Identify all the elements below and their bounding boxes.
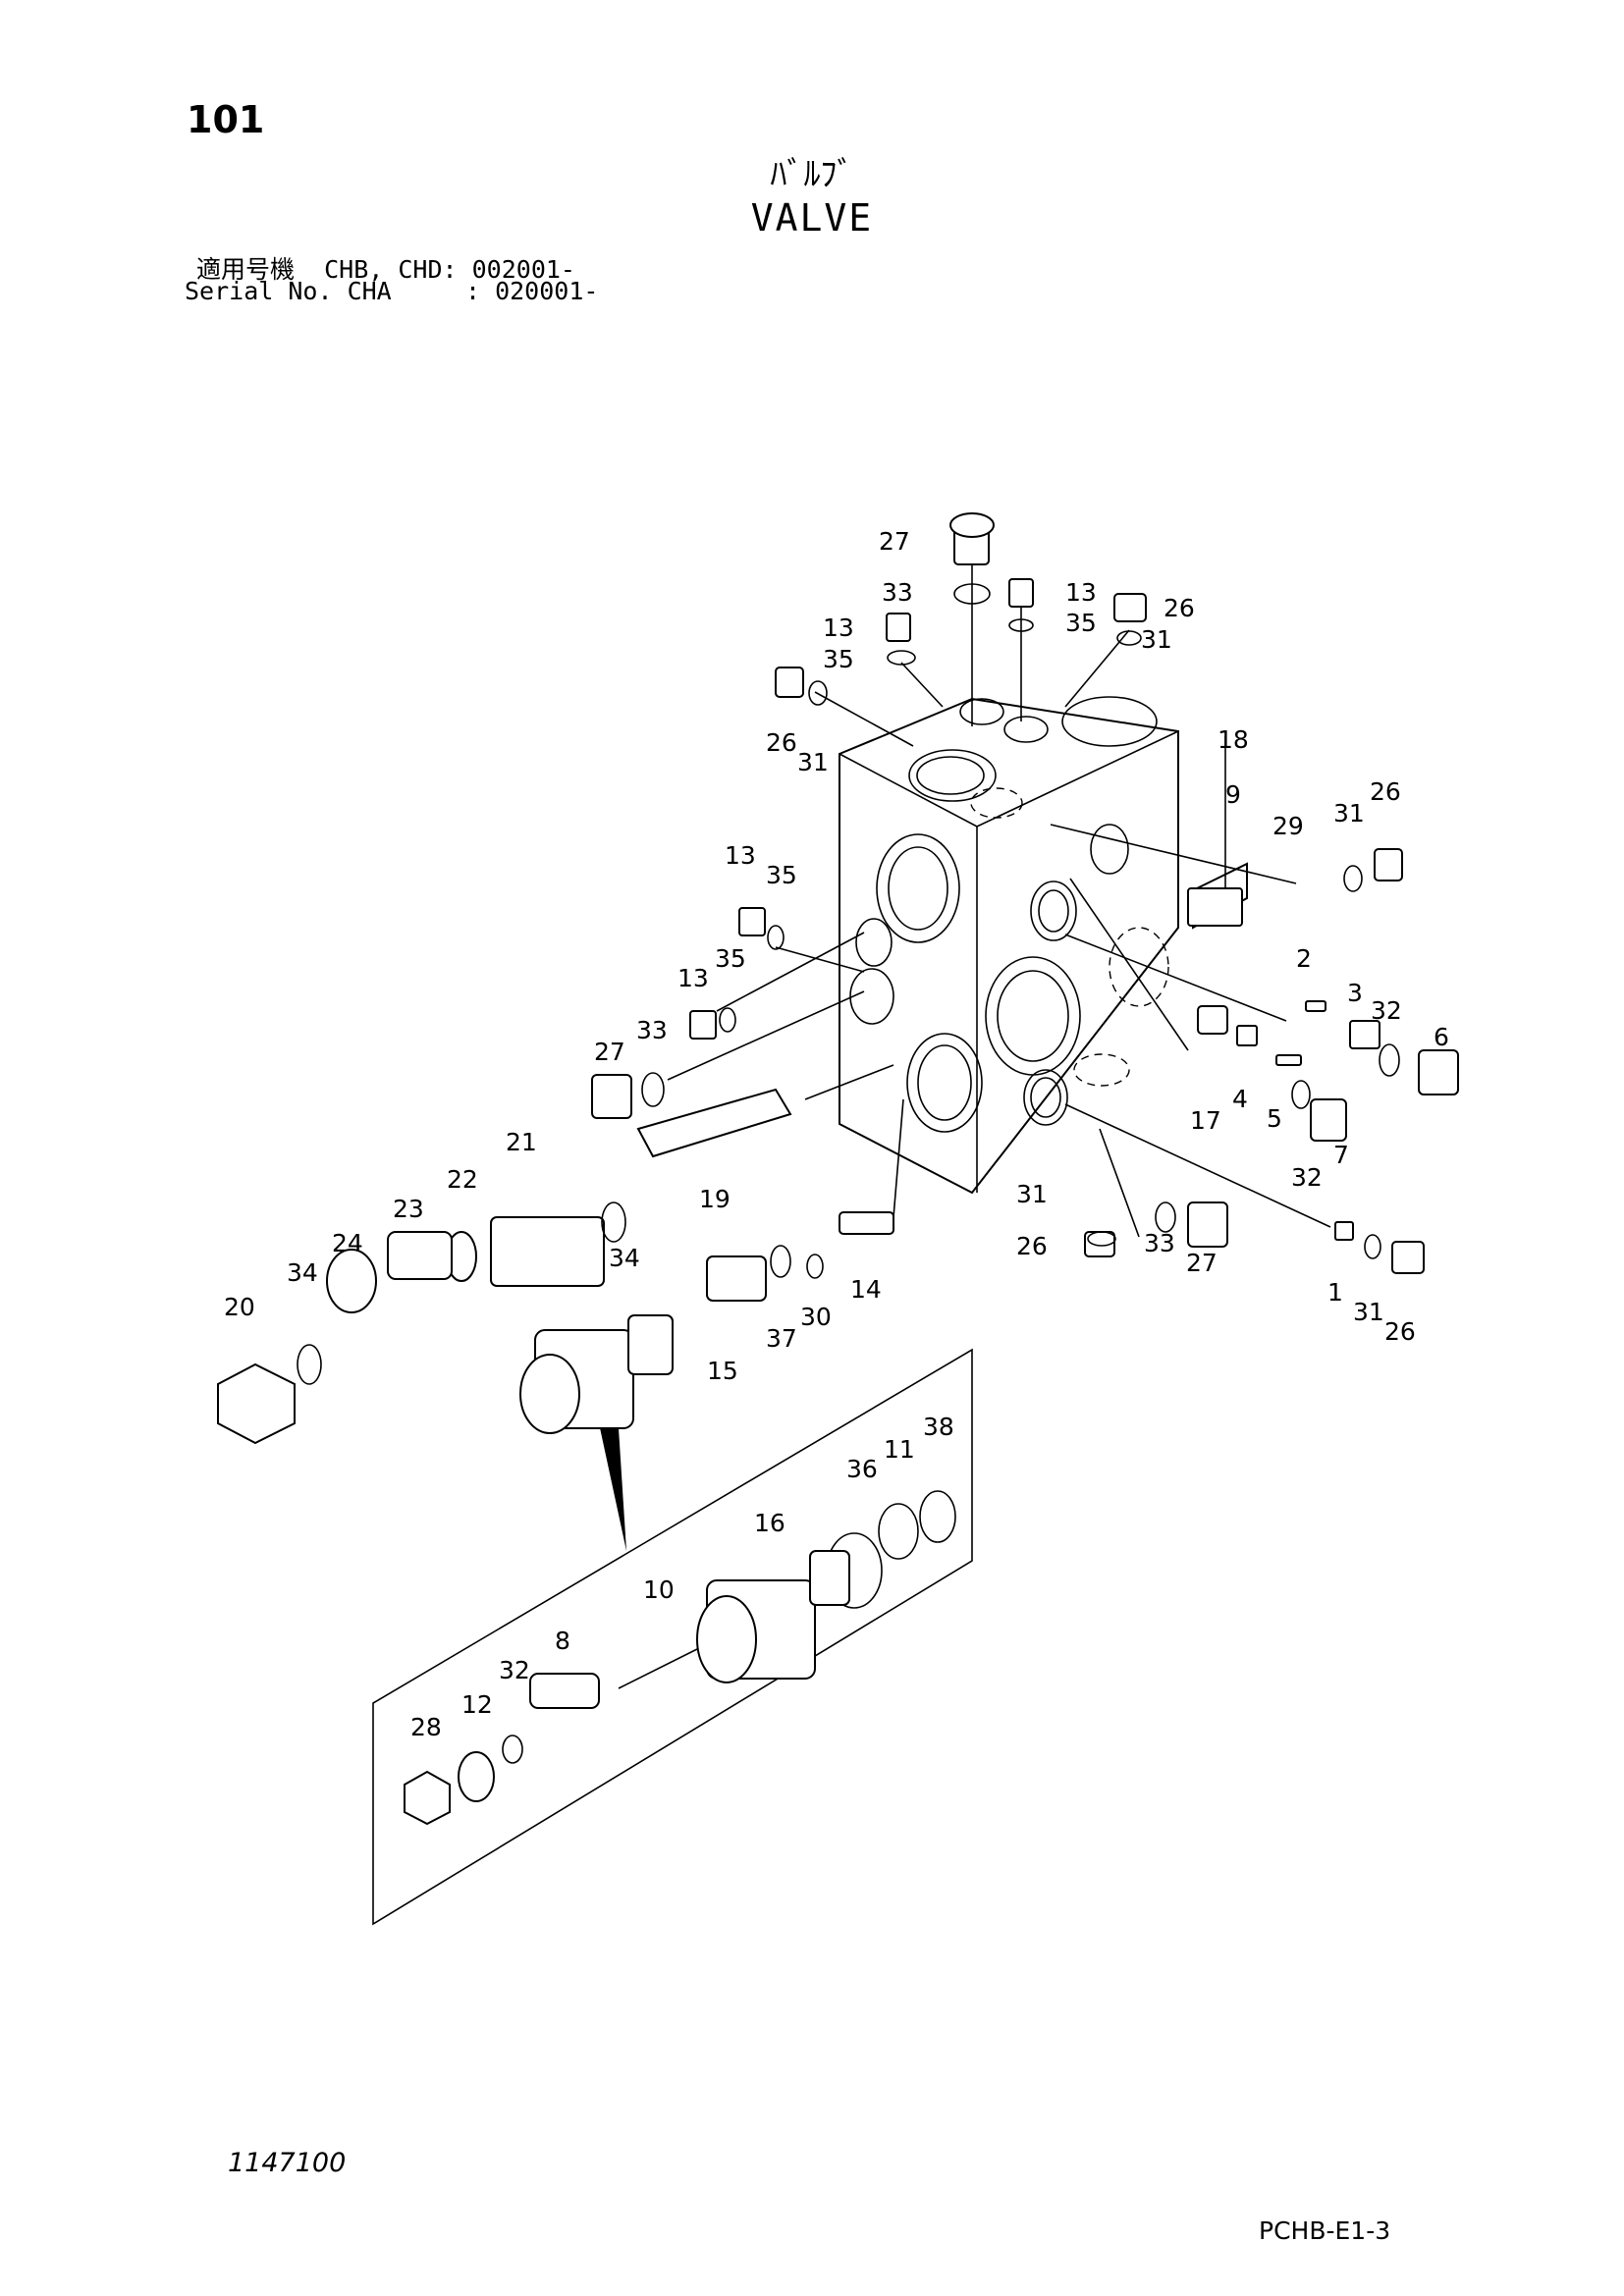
callout-27a: 27 xyxy=(879,527,910,556)
callout-12: 12 xyxy=(461,1690,493,1719)
page-number: 101 xyxy=(187,98,265,141)
callout-32a: 32 xyxy=(1371,996,1402,1025)
small-parts xyxy=(217,512,1459,1445)
assembly-arrow xyxy=(599,1423,626,1551)
callout-27b: 27 xyxy=(594,1038,625,1066)
callout-22: 22 xyxy=(447,1165,478,1194)
callout-26c: 26 xyxy=(1370,777,1401,806)
callout-29: 29 xyxy=(1272,812,1304,840)
callout-23: 23 xyxy=(393,1195,424,1223)
subassembly-parts xyxy=(404,1314,956,1826)
callout-32b: 32 xyxy=(1291,1163,1323,1192)
callout-13a: 13 xyxy=(1065,578,1097,607)
callout-26b: 26 xyxy=(766,728,797,757)
title-english: VALVE xyxy=(750,196,874,240)
serial-applicability-line-1: 適用号機 CHB, CHD: 002001- xyxy=(196,255,575,284)
callout-15: 15 xyxy=(707,1357,738,1385)
callout-35b: 35 xyxy=(823,645,854,673)
callout-28: 28 xyxy=(410,1713,442,1741)
callout-35d: 35 xyxy=(715,944,746,973)
callout-33a: 33 xyxy=(882,578,913,607)
callout-4: 4 xyxy=(1232,1085,1248,1113)
callout-8: 8 xyxy=(555,1627,570,1655)
serial-applicability-line-2: Serial No. CHA : 020001- xyxy=(185,277,599,305)
callout-31d: 31 xyxy=(1016,1180,1048,1208)
callout-35c: 35 xyxy=(766,861,797,889)
callout-1: 1 xyxy=(1327,1278,1343,1307)
callout-26e: 26 xyxy=(1384,1317,1416,1346)
catalog-page-code: PCHB-E1-3 xyxy=(1259,2216,1391,2245)
callout-26a: 26 xyxy=(1164,594,1195,622)
callout-27c: 27 xyxy=(1186,1249,1218,1277)
callout-19: 19 xyxy=(699,1185,731,1213)
title-japanese: ﾊﾞﾙﾌﾞ xyxy=(770,155,854,194)
callout-37: 37 xyxy=(766,1324,797,1353)
valve-body xyxy=(839,696,1179,1195)
callout-10: 10 xyxy=(643,1575,675,1604)
callout-7: 7 xyxy=(1333,1141,1349,1169)
callout-2: 2 xyxy=(1296,944,1312,973)
callout-31c: 31 xyxy=(1333,799,1365,828)
callout-35a: 35 xyxy=(1065,609,1097,637)
drawing-number: 1147100 xyxy=(228,2148,347,2178)
callout-13b: 13 xyxy=(823,614,854,642)
callout-34b: 34 xyxy=(287,1258,318,1287)
callout-13c: 13 xyxy=(725,841,756,870)
callout-38: 38 xyxy=(923,1413,954,1441)
leader-lines xyxy=(667,556,1331,1238)
callout-31a: 31 xyxy=(1141,625,1172,654)
subassembly-frame xyxy=(372,1348,973,1926)
callout-14: 14 xyxy=(850,1275,882,1304)
callout-3: 3 xyxy=(1347,979,1363,1007)
callout-36: 36 xyxy=(846,1455,878,1483)
callout-26d: 26 xyxy=(1016,1232,1048,1260)
callout-13d: 13 xyxy=(677,964,709,992)
callout-20: 20 xyxy=(224,1293,255,1321)
callout-5: 5 xyxy=(1267,1104,1282,1133)
callout-33c: 33 xyxy=(1144,1229,1175,1257)
part-callouts: 1 2 3 4 5 6 7 8 9 10 11 12 13 13 13 13 1… xyxy=(224,527,1449,1741)
callout-6: 6 xyxy=(1434,1023,1449,1051)
callout-30: 30 xyxy=(800,1303,832,1331)
callout-31e: 31 xyxy=(1353,1298,1384,1326)
callout-11: 11 xyxy=(884,1435,915,1464)
callout-17: 17 xyxy=(1190,1106,1221,1135)
callout-34a: 34 xyxy=(609,1244,640,1272)
callout-32c: 32 xyxy=(499,1656,530,1684)
callout-9: 9 xyxy=(1225,780,1241,809)
callout-33b: 33 xyxy=(636,1016,668,1044)
callout-24: 24 xyxy=(332,1229,363,1257)
callout-21: 21 xyxy=(506,1128,537,1156)
callout-16: 16 xyxy=(754,1509,785,1537)
callout-18: 18 xyxy=(1218,725,1249,754)
callout-31b: 31 xyxy=(797,748,829,776)
